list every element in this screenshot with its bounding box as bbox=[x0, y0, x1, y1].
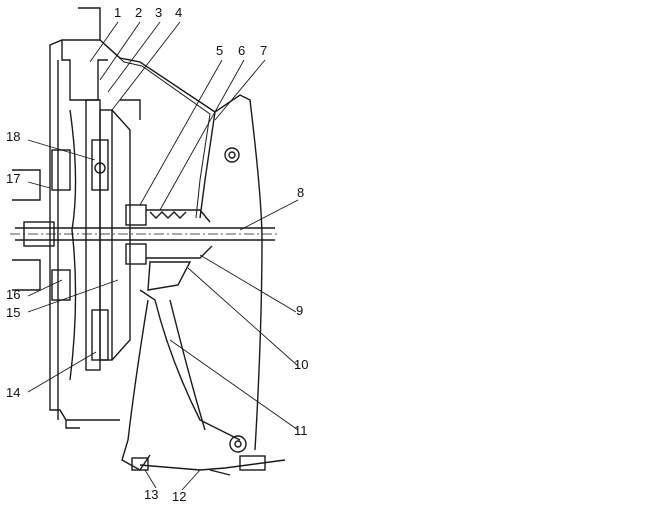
callout-1: 1 bbox=[114, 5, 122, 20]
callout-5: 5 bbox=[216, 43, 224, 58]
bell-housing bbox=[99, 39, 263, 451]
callout-10: 10 bbox=[294, 357, 309, 372]
clutch-disc bbox=[85, 99, 141, 371]
callout-16: 16 bbox=[6, 287, 21, 302]
callout-8: 8 bbox=[297, 185, 305, 200]
callout-17: 17 bbox=[6, 171, 21, 186]
callout-13: 13 bbox=[144, 487, 159, 502]
callout-15: 15 bbox=[6, 305, 21, 320]
callout-2: 2 bbox=[135, 5, 143, 20]
callout-7: 7 bbox=[260, 43, 268, 58]
callout-14: 14 bbox=[6, 385, 21, 400]
release-bearing bbox=[125, 204, 213, 265]
callout-6: 6 bbox=[238, 43, 246, 58]
callout-4: 4 bbox=[175, 5, 183, 20]
callout-11: 11 bbox=[294, 423, 308, 438]
callout-18: 18 bbox=[6, 129, 21, 144]
leader-lines bbox=[27, 21, 299, 491]
release-fork-pedal bbox=[121, 261, 286, 476]
flywheel-housing bbox=[49, 7, 120, 429]
callout-9: 9 bbox=[296, 303, 304, 318]
callout-12: 12 bbox=[172, 489, 187, 504]
callout-3: 3 bbox=[155, 5, 163, 20]
